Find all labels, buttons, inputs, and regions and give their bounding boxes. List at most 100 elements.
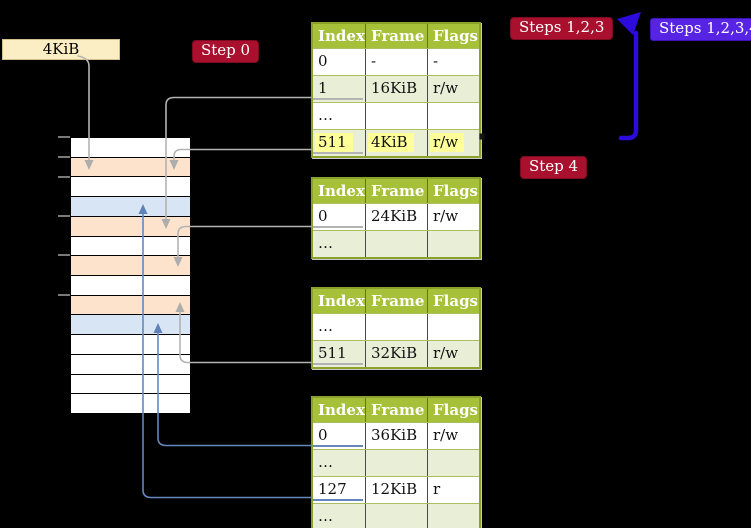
memory-frame-row-empty: [71, 176, 190, 197]
column-header-frame: Frame: [365, 24, 427, 48]
column-header-index: Index: [318, 292, 365, 310]
table-cell: 4KiB: [365, 130, 427, 156]
memory-frame-row-mapped-page: [71, 196, 190, 216]
connector-underline: [313, 499, 363, 501]
connector-underline: [313, 98, 363, 100]
physical-memory-column: [70, 137, 191, 414]
table-cell: 12KiB: [365, 477, 427, 503]
table-cell: 36KiB: [365, 423, 427, 449]
table-cell: …: [318, 317, 333, 335]
connector-underline: [313, 445, 363, 447]
step-0-badge: Step 0: [192, 40, 260, 63]
table-row: …: [313, 503, 479, 528]
memory-frame-row-empty: [71, 393, 190, 414]
table-cell: 24KiB: [365, 204, 427, 230]
table-cell: -: [365, 49, 427, 75]
table-cell: …: [318, 106, 333, 124]
table-cell: [427, 314, 477, 340]
table-cell: 1: [313, 76, 365, 102]
highlighted-value: 511: [315, 133, 353, 152]
table-cell: [427, 450, 477, 476]
table-row: …: [313, 102, 479, 129]
memory-frame-row-empty: [71, 275, 190, 295]
column-header-index: Index: [318, 27, 365, 45]
table-cell: [365, 103, 427, 129]
table-cell: r/w: [427, 76, 477, 102]
table-cell: [427, 504, 477, 528]
memory-frame-row-empty: [71, 235, 190, 256]
steps-123-badge: Steps 1,2,3: [510, 17, 614, 40]
table-cell: …: [318, 453, 333, 471]
table-cell: 0: [313, 423, 365, 449]
memory-frame-row-empty: [71, 373, 190, 394]
column-header-flags: Flags: [427, 289, 478, 313]
table-cell: [427, 231, 477, 257]
table-cell: [365, 450, 427, 476]
table-cell: [365, 504, 427, 528]
connector-underline: [313, 152, 363, 154]
address-tick: [58, 136, 70, 138]
arrow-l2-entry511-to-32kib: [179, 311, 312, 364]
table-cell: -: [427, 49, 477, 75]
table-cell: 511: [313, 341, 365, 367]
column-header-flags: Flags: [427, 179, 478, 203]
table-cell: r/w: [427, 341, 477, 367]
column-header-flags: Flags: [427, 398, 478, 422]
table-cell: 511: [313, 130, 365, 156]
memory-frame-row-table-frame: [71, 255, 190, 276]
address-tick: [58, 215, 70, 217]
column-header-index: Index: [318, 401, 365, 419]
table-cell: r/w: [427, 130, 477, 156]
steps-1234-badge: Steps 1,2,3,4: [650, 18, 751, 41]
memory-frame-row-empty: [71, 138, 190, 157]
connector-underline: [313, 363, 363, 365]
table-row: …: [313, 449, 479, 476]
memory-frame-row-empty: [71, 334, 190, 354]
address-tick: [58, 156, 70, 158]
recursive-arrowhead: [617, 12, 641, 35]
frame-size-label: 4KiB: [2, 39, 120, 60]
table-cell: r/w: [427, 423, 477, 449]
table-cell: 127: [313, 477, 365, 503]
step-4-badge: Step 4: [520, 156, 588, 179]
table-cell: r/w: [427, 204, 477, 230]
column-header-frame: Frame: [365, 398, 427, 422]
table-row: 0 --: [313, 48, 479, 75]
table-cell: 16KiB: [365, 76, 427, 102]
table-cell: …: [318, 234, 333, 252]
column-header-index: Index: [318, 182, 365, 200]
table-cell: …: [318, 507, 333, 525]
memory-frame-row-table-frame: [71, 294, 190, 315]
connector-underline: [313, 226, 363, 228]
table-cell: 0: [318, 52, 328, 70]
memory-frame-row-mapped-page: [71, 314, 190, 335]
table-row: …: [313, 313, 479, 340]
arrow-l3-entry0-to-24kib: [177, 225, 312, 258]
table-cell: [365, 231, 427, 257]
address-tick: [58, 254, 70, 256]
memory-frame-row-table-frame: [71, 215, 190, 236]
table-cell: [427, 103, 477, 129]
highlighted-value: r/w: [430, 133, 465, 152]
recursive-arrow: [618, 30, 639, 141]
table-cell: 32KiB: [365, 341, 427, 367]
column-header-flags: Flags: [427, 24, 478, 48]
table-cell: r: [427, 477, 477, 503]
memory-frame-row-empty: [71, 353, 190, 374]
table-row: …: [313, 230, 479, 257]
